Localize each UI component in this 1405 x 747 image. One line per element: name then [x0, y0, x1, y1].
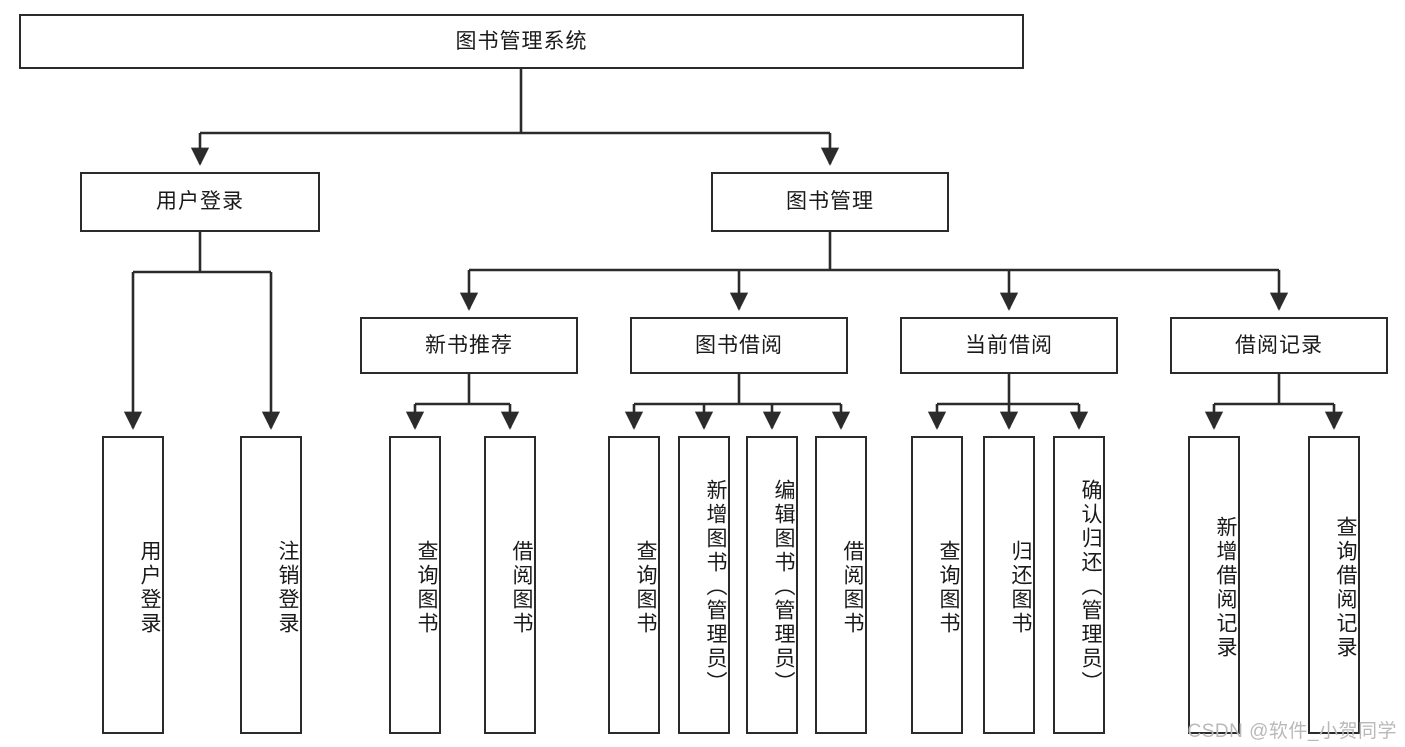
node-root-book-management-system[interactable]: 图书管理系统: [19, 14, 1024, 69]
node-current-borrow[interactable]: 当前借阅: [900, 317, 1118, 374]
node-new-book-recommend[interactable]: 新书推荐: [360, 317, 578, 374]
leaf-borrow-query-books[interactable]: 查询图书: [608, 436, 660, 734]
leaf-current-confirm-return-admin[interactable]: 确认归还（管理员）: [1053, 436, 1105, 734]
leaf-record-query-record[interactable]: 查询借阅记录: [1308, 436, 1360, 734]
node-borrow-record[interactable]: 借阅记录: [1170, 317, 1388, 374]
leaf-logout[interactable]: 注销登录: [240, 436, 302, 734]
csdn-watermark: CSDN @软件_小贺同学: [1187, 721, 1397, 742]
leaf-newbook-borrow-books[interactable]: 借阅图书: [484, 436, 536, 734]
node-book-management[interactable]: 图书管理: [711, 172, 949, 232]
leaf-current-query-books[interactable]: 查询图书: [911, 436, 963, 734]
leaf-borrow-edit-book-admin[interactable]: 编辑图书（管理员）: [746, 436, 798, 734]
node-book-borrow[interactable]: 图书借阅: [630, 317, 848, 374]
leaf-current-return-books[interactable]: 归还图书: [983, 436, 1035, 734]
node-user-login[interactable]: 用户登录: [80, 172, 320, 232]
leaf-borrow-lend-books[interactable]: 借阅图书: [815, 436, 867, 734]
leaf-newbook-query-books[interactable]: 查询图书: [389, 436, 441, 734]
leaf-user-login[interactable]: 用户登录: [102, 436, 164, 734]
leaf-record-add-record[interactable]: 新增借阅记录: [1188, 436, 1240, 734]
leaf-borrow-add-book-admin[interactable]: 新增图书（管理员）: [678, 436, 730, 734]
